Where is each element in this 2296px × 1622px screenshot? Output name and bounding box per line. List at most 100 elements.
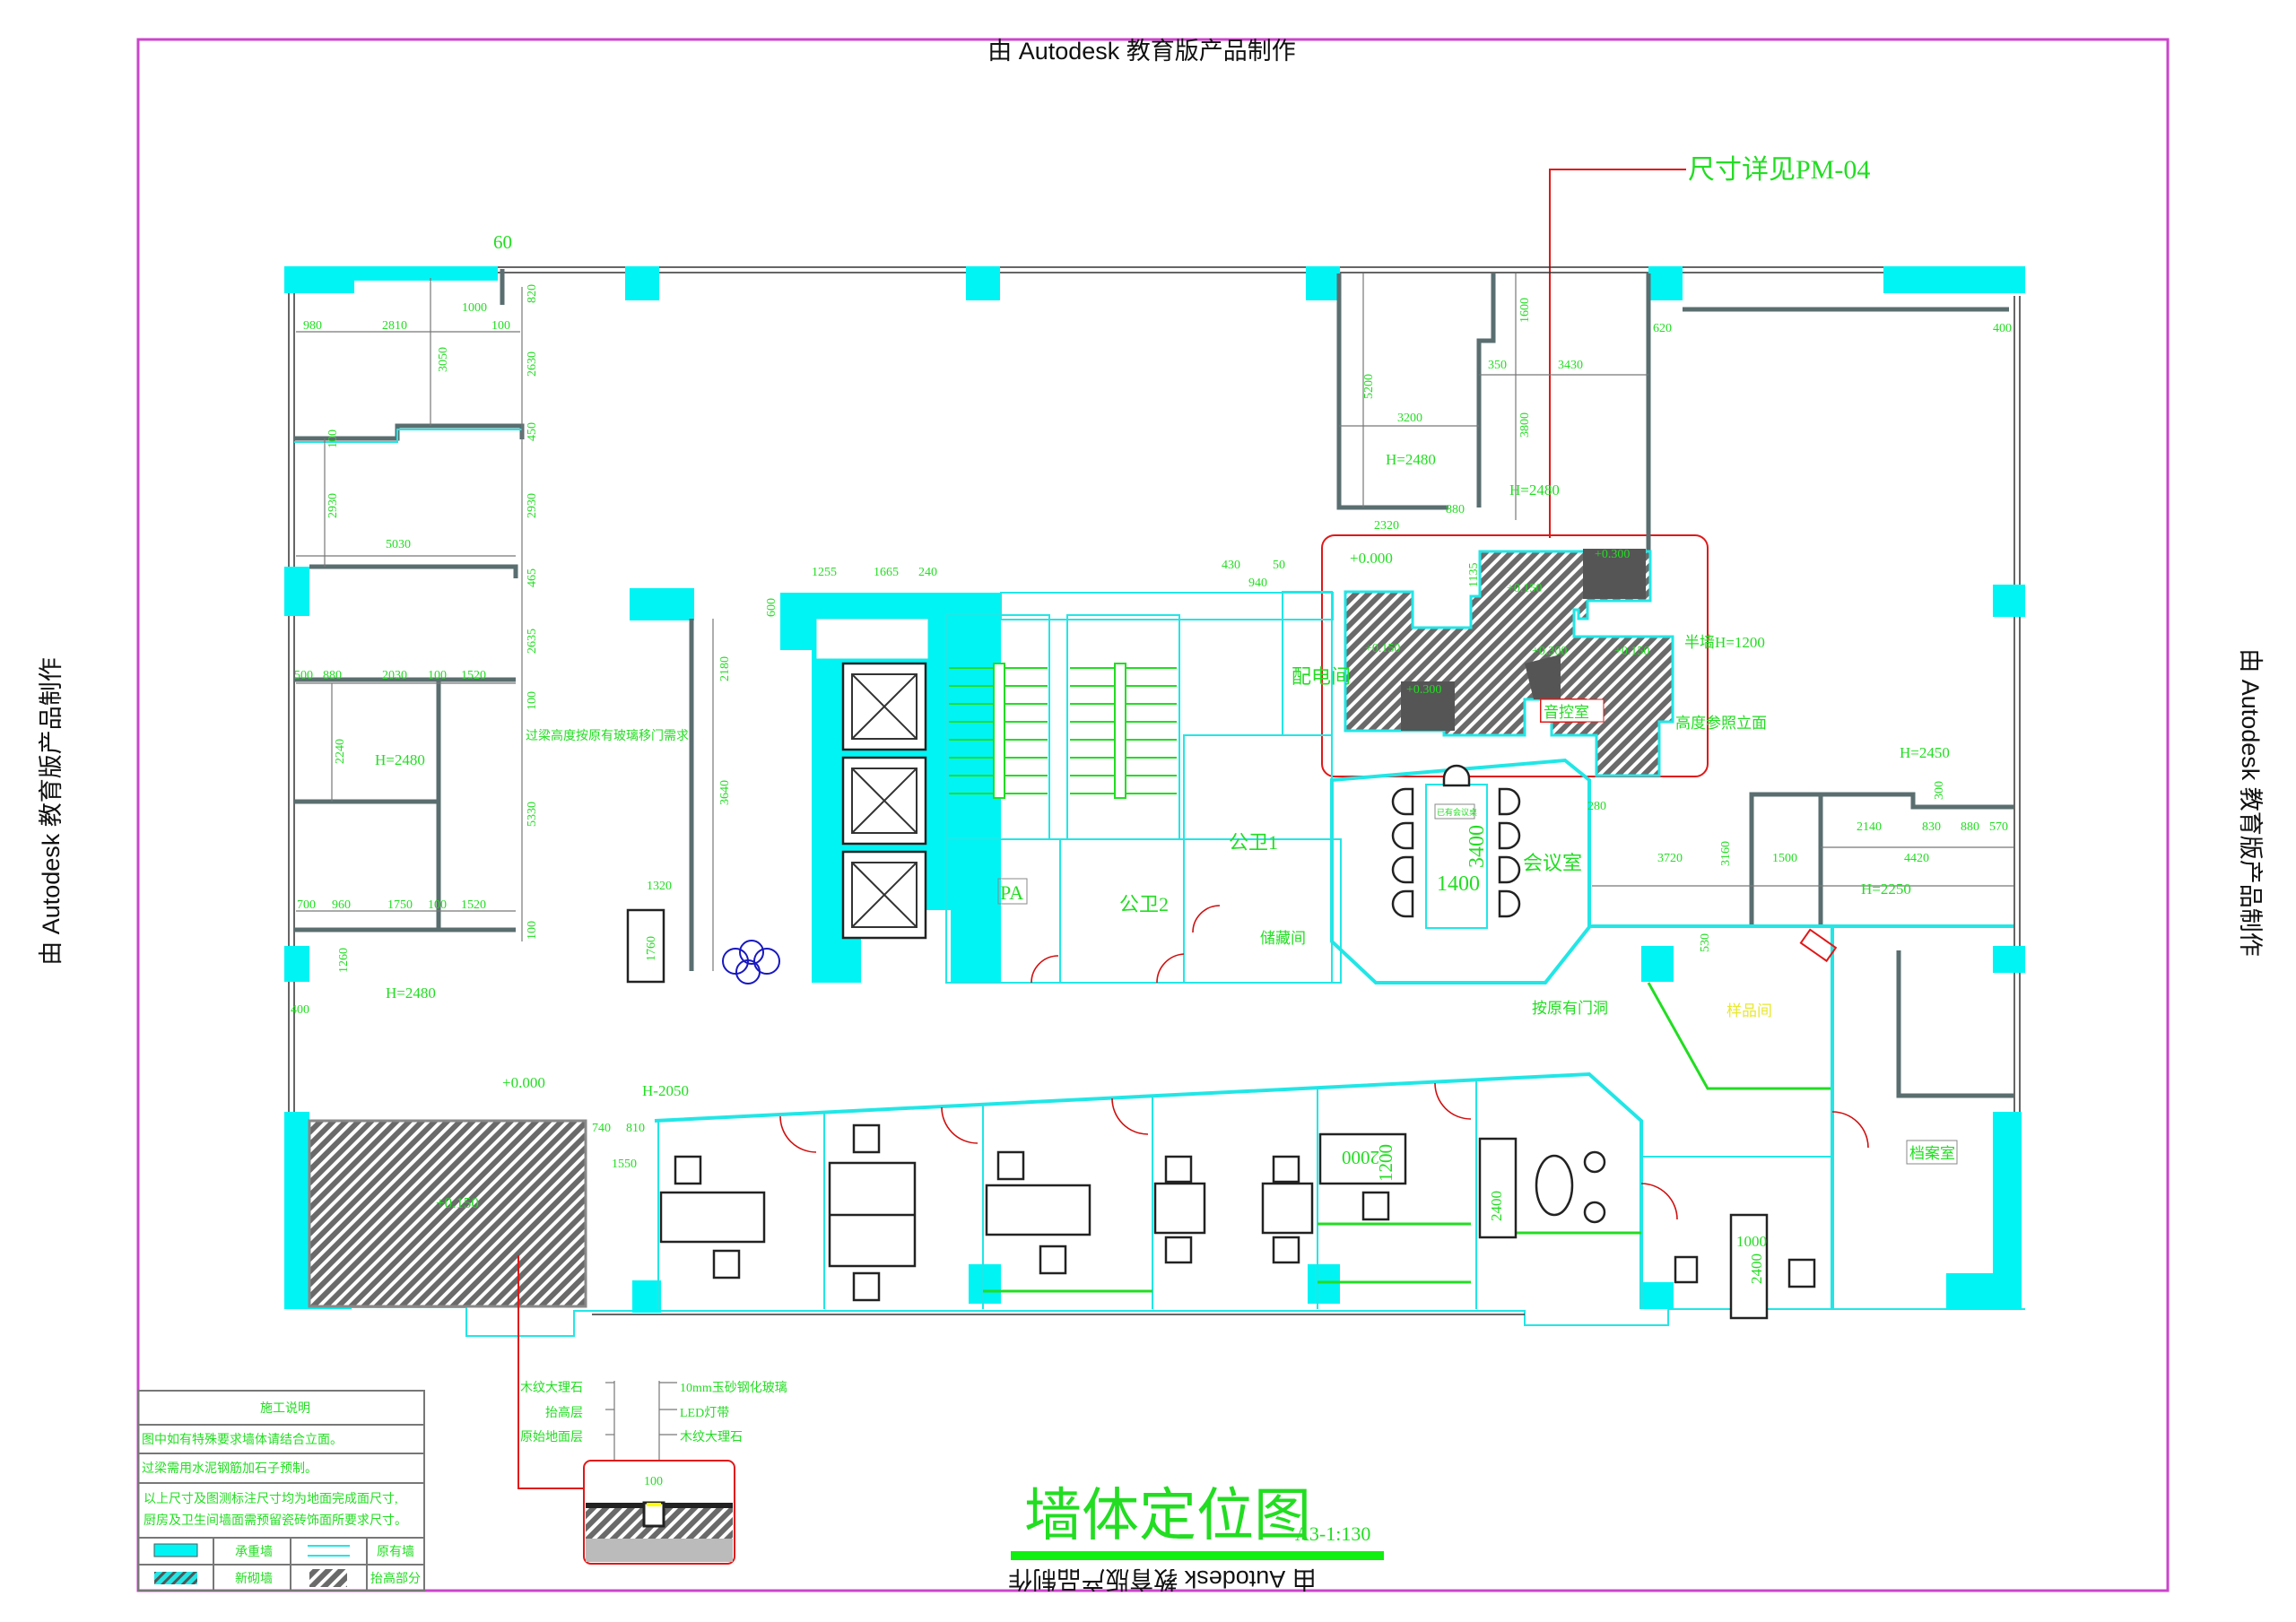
orig-door-note: 按原有门洞 [1532,1000,1608,1017]
raised-floor-detail: 木纹大理石 抬高层 原始地面层 10mm玉砂钢化玻璃 LED灯带 木纹大理石 1… [517,1380,787,1565]
dim-label: 5200 [1362,374,1376,399]
legend-new-wall: 新砌墙 [235,1572,273,1586]
dim-label: 100 [428,898,447,912]
label-existing-table: 已有会议桌 [1434,803,1477,820]
label-restroom-2: 公卫2 [1119,893,1169,915]
upper-right-walls [1336,273,2009,592]
dim-label: 830 [1922,820,1941,834]
dim-label: 100 [526,921,539,940]
dim-label: 50 [1273,559,1285,572]
elevation-mark: +0.150 [1614,645,1649,658]
detail-label-left: 原始地面层 [520,1430,583,1444]
watermark-right: 由 Autodesk 教育版产品制作 [2237,648,2264,957]
drawing-scale: A3-1:130 [1295,1522,1370,1545]
dim-label: 3430 [1558,359,1583,372]
label-power-room: 配电间 [1292,665,1351,688]
dim-label: 810 [626,1122,645,1135]
dim-label: 2810 [382,319,407,333]
dim-label: 100 [326,429,340,448]
dim-label: 2635 [526,629,539,654]
h2480-label: H=2480 [386,984,436,1002]
dim-label: 960 [332,898,351,912]
dim-label: 100 [428,669,447,682]
legend-existing-wall-swatch [308,1545,350,1557]
dim-label: 2400 [1488,1191,1505,1221]
h2250-label: H=2250 [1861,880,1911,898]
dim-label: 2400 [1748,1253,1765,1284]
dimension-labels: 980 2810 1000 100 820 3050 2630 450 100 … [291,231,2012,1284]
dim-label: 740 [592,1122,611,1135]
dim-label: 3160 [1719,841,1733,866]
svg-text:尺寸详见PM-04: 尺寸详见PM-04 [1688,155,1870,185]
label-meeting-room: 会议室 [1523,852,1582,874]
dim-label: 880 [1961,820,1979,834]
dim-label: 240 [918,566,937,579]
legend-raised-part: 抬高部分 [370,1571,421,1586]
dim-label: 1750 [387,898,413,912]
dim-label: 1665 [874,566,899,579]
elevation-mark: +0.300 [1406,683,1441,697]
elevator-icon [851,673,918,928]
label-restroom-1: 公卫1 [1229,831,1278,854]
detail-label-left: 抬高层 [545,1405,583,1420]
detail-region-box [1321,534,1709,777]
legend-new-wall-swatch [154,1572,197,1584]
elevation-mark: +0.300 [1595,548,1630,561]
dim-label: 1260 [337,948,351,973]
dim-label: 1520 [461,669,486,682]
elevation-mark: +0.000 [502,1074,545,1091]
dim-label: 2140 [1857,820,1882,834]
dim-label: 1000 [462,301,487,315]
dim-label: 3640 [718,780,732,805]
dim-label: 700 [297,898,316,912]
watermark-bottom: 由 Autodesk 教育版产品制作 [1008,1566,1317,1592]
dim-label: 980 [303,319,322,333]
notes-line: 过梁需用水泥钢筋加石子预制。 [142,1461,317,1476]
dim-label: 1000 [1736,1233,1767,1250]
dim-label: 465 [526,568,539,587]
dim-label: 2000 [1342,1147,1379,1168]
h2480-label: H=2480 [375,751,425,768]
dim-label: 4420 [1904,852,1929,865]
h2480-label: H=2480 [1386,451,1436,468]
watermark-left: 由 Autodesk 教育版产品制作 [38,657,65,966]
building-core [626,591,1342,984]
dim-label: 2180 [718,656,732,681]
dim-label: 2030 [382,669,407,682]
label-archive-room: 档案室 [1906,1140,1958,1165]
legend-bearing-wall-swatch [153,1543,198,1557]
dim-label: 1600 [1518,298,1532,323]
svg-text:已有会议桌: 已有会议桌 [1437,807,1477,817]
dim-label: 940 [1248,577,1267,590]
dim-label: 3400 [1465,825,1489,868]
elevation-mark: +0.150 [436,1194,479,1211]
callout-pm04: 尺寸详见PM-04 [1549,155,1870,538]
dim-label: 1320 [647,880,672,893]
detail-label-right: LED灯带 [680,1406,729,1420]
beam-note: 过梁高度按原有玻璃移门需求 [526,728,689,743]
bottom-offices [308,1071,1869,1470]
dim-label: 300 [1933,781,1946,800]
label-storage: 储藏间 [1260,930,1306,947]
dim-label: 3200 [1397,412,1422,425]
watermark-top: 由 Autodesk 教育版产品制作 [987,38,1296,65]
dim-label: 430 [1222,559,1240,572]
dim-label: 500 [294,669,313,682]
dim-label: 1520 [461,898,486,912]
dim-label: 3800 [1518,412,1532,438]
elevation-mark: +0.150 [1365,642,1400,655]
elevation-mark: +0.150 [1507,582,1542,595]
dim-label: 450 [526,422,539,441]
detail-label-left: 木纹大理石 [520,1381,583,1395]
dim-label: 400 [291,1003,309,1017]
h2450-label: H=2450 [1900,744,1950,761]
sheet-frame [136,38,2170,1592]
dim-label: 1255 [812,566,837,579]
svg-text:音控室: 音控室 [1544,704,1589,721]
detail-width-label: 100 [644,1475,663,1488]
dim-label: 3720 [1657,852,1683,865]
legend-existing-wall: 原有墙 [377,1545,414,1559]
meeting-room [1330,758,1591,984]
svg-text:档案室: 档案室 [1909,1145,1955,1162]
